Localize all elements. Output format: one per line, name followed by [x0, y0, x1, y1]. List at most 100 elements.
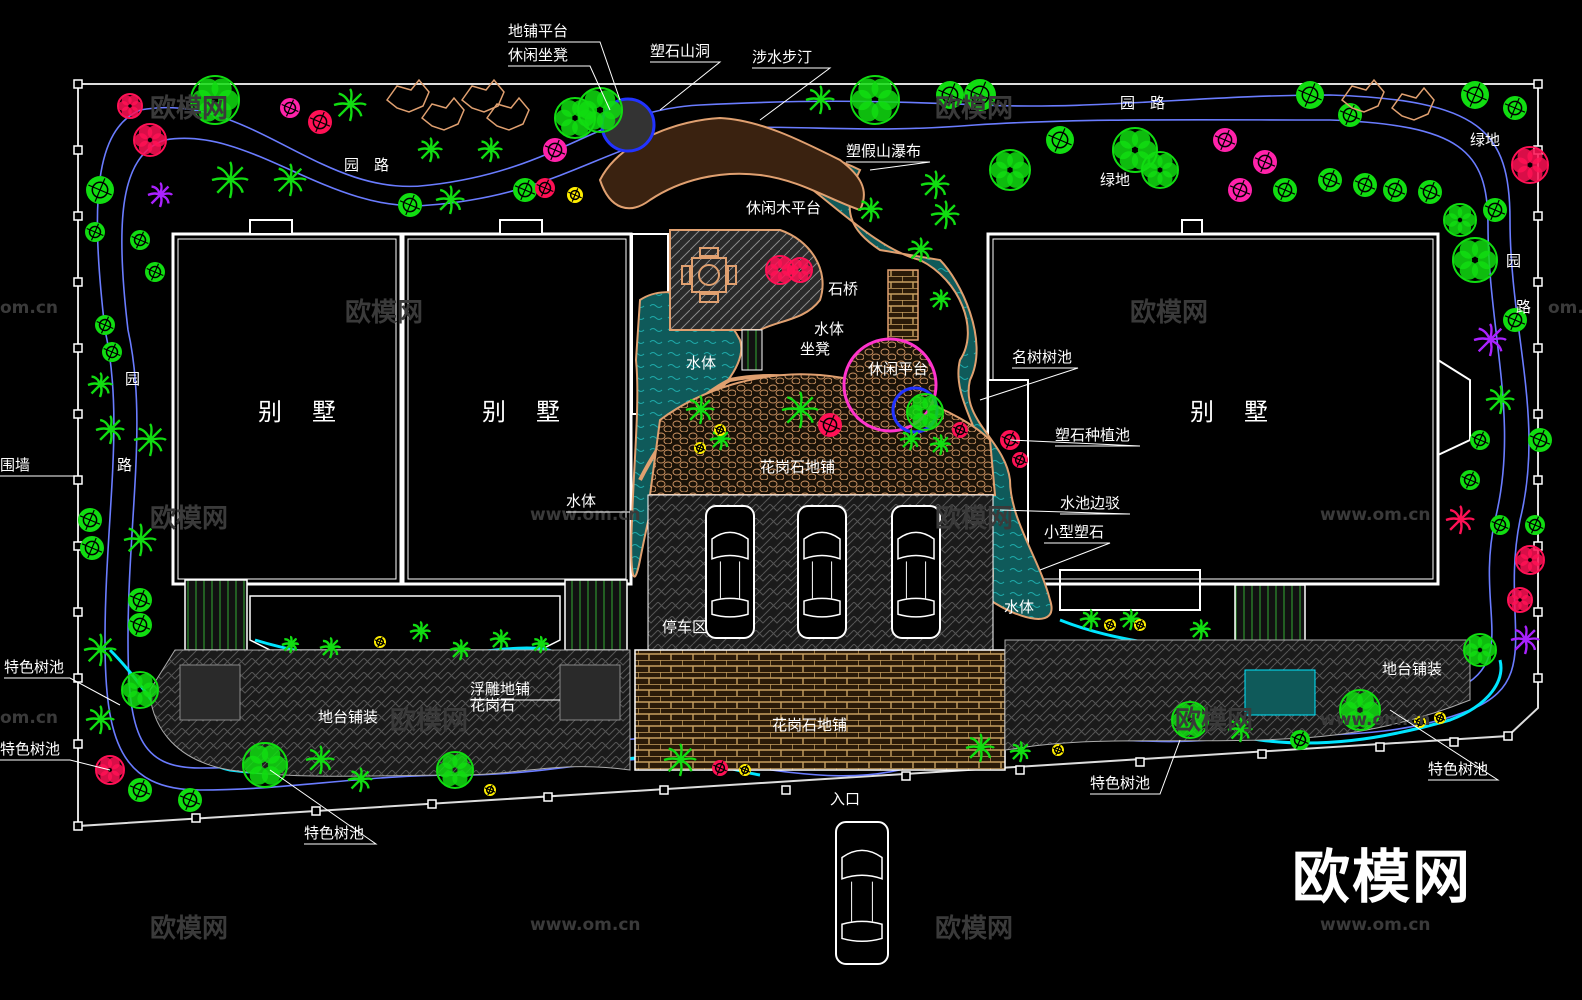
tree-symbol [178, 788, 202, 812]
tree-symbol [333, 88, 367, 122]
label-wooden-platform: 休闲木平台 [746, 199, 822, 217]
tree-symbol [87, 371, 114, 398]
tree-symbol [1452, 237, 1498, 283]
tree-symbol [398, 193, 422, 217]
label-special-tree-pool: 特色树池 [1090, 774, 1151, 792]
label-terrace-paving: 地台铺装 [1382, 660, 1443, 678]
tree-symbol [1525, 515, 1545, 535]
tree-symbol [1079, 608, 1102, 631]
tree-symbol [1445, 505, 1475, 535]
tree-symbol [1383, 178, 1407, 202]
tree-symbol [80, 536, 104, 560]
tree-symbol [1434, 712, 1446, 724]
tree-symbol [489, 628, 512, 651]
watermark-url: www.om.cn [530, 505, 641, 525]
boundary-post [73, 145, 83, 155]
tree-symbol [712, 760, 728, 776]
tree-symbol [435, 185, 465, 215]
label-famous-tree-pool: 名树树池 [1012, 348, 1073, 366]
tree-symbol [128, 778, 152, 802]
parking-cars [705, 505, 941, 965]
label-garden-road: 园 路 [344, 156, 390, 174]
watermark-url: om.cn [0, 298, 59, 318]
tree-symbol [1189, 618, 1212, 641]
boundary-post [191, 813, 201, 823]
tree-symbol [1000, 430, 1020, 450]
boundary-post [73, 739, 83, 749]
boundary-post [1533, 475, 1543, 485]
table-set [681, 247, 737, 303]
label-carved-paving: 浮雕地铺 [470, 680, 531, 698]
boundary-post [1533, 607, 1543, 617]
watermark-brand: 欧模网 [150, 504, 229, 534]
tree-symbol [83, 633, 117, 667]
tree-symbol [739, 764, 751, 776]
tree-symbol [964, 79, 996, 111]
tree-symbol [95, 315, 115, 335]
label-wall: 围墙 [0, 456, 31, 474]
watermark-brand: 欧模网 [150, 914, 229, 944]
label-pool-edge: 水池边驳 [1060, 494, 1121, 512]
boundary-post [73, 673, 83, 683]
watermark-url: www.om.cn [1320, 505, 1431, 525]
watermark-url: www.om.cn [1320, 915, 1431, 935]
tree-symbol [1528, 428, 1552, 452]
tree-symbol [920, 170, 950, 200]
label-rockery-waterfall: 塑假山瀑布 [846, 142, 922, 160]
tree-symbol [567, 187, 583, 203]
tree-symbol [85, 222, 105, 242]
tree-symbol [1104, 619, 1116, 631]
boundary-post [781, 785, 791, 795]
label-terrace-paving: 地台铺装 [318, 708, 379, 726]
tree-symbol [128, 613, 152, 637]
tree-symbol [663, 743, 697, 777]
label-entrance: 入口 [830, 790, 861, 808]
boundary-post [1533, 343, 1543, 353]
tree-symbol [929, 433, 952, 456]
tree-symbol [1503, 96, 1527, 120]
tree-symbol [477, 136, 504, 163]
tree-symbol [128, 588, 152, 612]
tree-symbol [95, 755, 125, 785]
tree-symbol [1009, 740, 1032, 763]
tree-symbol [190, 75, 240, 125]
label-leisure-platform: 休闲平台 [868, 360, 929, 378]
boundary-post [1533, 673, 1543, 683]
boundary-post [73, 821, 83, 831]
car-symbol [797, 505, 847, 639]
granite-paving-lower [634, 649, 1006, 771]
central-pond [637, 138, 1053, 620]
tree-symbol [906, 393, 944, 431]
stepping-bridge [741, 329, 763, 371]
tree-symbol [1470, 430, 1490, 450]
tree-symbol [1353, 173, 1377, 197]
tree-symbol [1296, 81, 1324, 109]
boundary-post [73, 343, 83, 353]
tree-symbol [133, 423, 167, 457]
boundary-post [1533, 79, 1543, 89]
label-granite-paving-lower: 花岗石地铺 [772, 716, 848, 734]
tree-symbol [1253, 150, 1277, 174]
tree-symbol [805, 85, 835, 115]
boundary-post [1503, 731, 1513, 741]
tree-symbol [417, 136, 444, 163]
tree-symbol [1463, 633, 1497, 667]
carved-paving-right [559, 664, 621, 721]
label-water-body: 水体 [566, 492, 597, 510]
tree-symbol [818, 413, 842, 437]
watermark-url: www.om.cn [530, 915, 641, 935]
tree-symbol [535, 178, 555, 198]
tree-symbol [1227, 716, 1254, 743]
tree-symbol [449, 638, 472, 661]
tree-symbol [319, 636, 342, 659]
tree-symbol [930, 200, 960, 230]
tree-symbol [850, 75, 900, 125]
tree-symbol [513, 178, 537, 202]
tree-symbol [1503, 308, 1527, 332]
label-granite: 花岗石 [470, 696, 516, 714]
watermark-brand: 欧模网 [1175, 706, 1254, 736]
tree-symbol [1510, 625, 1540, 655]
watermark-brand: 欧模网 [1130, 298, 1209, 328]
boundary-post [73, 607, 83, 617]
tree-symbol [409, 620, 432, 643]
